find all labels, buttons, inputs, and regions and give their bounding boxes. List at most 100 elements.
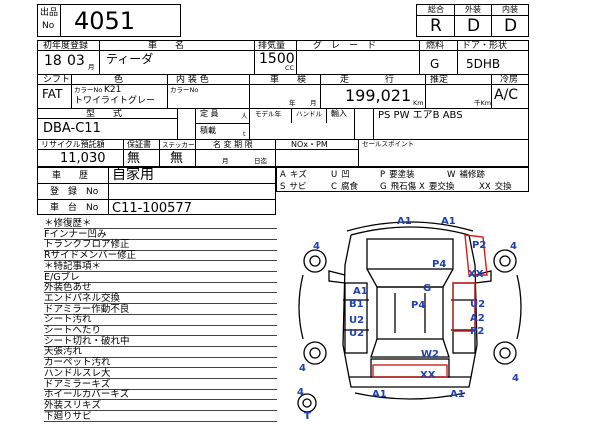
mark-a1-rear-right: A1 xyxy=(450,389,465,400)
note-line: Rサイドメンバー修正 xyxy=(44,250,137,262)
fuel-label: 燃料 xyxy=(426,41,445,51)
capacity-unit: 人 xyxy=(241,112,248,120)
mark-tire-rr: 4 xyxy=(512,373,519,384)
overall-grade-label: 総合 xyxy=(428,5,444,14)
color-no-label: カラーNo xyxy=(74,86,103,94)
note-line: カーペット汚れ xyxy=(44,357,111,369)
history-rule-2 xyxy=(37,199,276,200)
windshield xyxy=(366,268,454,288)
first-reg-year: 18 xyxy=(44,53,62,69)
inspection-year-unit: 年 xyxy=(289,99,296,107)
note-rule xyxy=(44,345,277,347)
legend-meaning: 要交換 xyxy=(428,182,455,192)
displacement-unit: CC xyxy=(285,64,295,72)
mark-tire-spare: 4 xyxy=(297,387,304,398)
rule-r6 xyxy=(37,139,529,140)
inspection-month-unit: 月 xyxy=(310,99,317,107)
capacity-label: 定 員 xyxy=(200,109,219,118)
note-rule xyxy=(44,313,277,315)
load-unit: t xyxy=(243,130,246,138)
estimate-label: 推定 xyxy=(430,75,449,85)
v-r3-7 xyxy=(373,108,374,139)
note-rule xyxy=(44,271,277,272)
note-line: ドアミラー作動不良 xyxy=(44,303,130,315)
note-rule xyxy=(44,238,277,240)
mark-p4-left: P4 xyxy=(432,259,447,270)
legend-meaning: 要塗装 xyxy=(389,170,415,180)
sales-point-label: セールスポイント xyxy=(362,140,414,148)
note-rule xyxy=(44,281,277,283)
car-name-label: 車 名 xyxy=(148,41,185,51)
interior-grade: D xyxy=(504,16,518,36)
legend-meaning: 凹 xyxy=(341,170,350,180)
warranty-label: 保証書 xyxy=(127,140,151,149)
grade-box-divider-2 xyxy=(491,4,492,37)
rule-r7 xyxy=(37,149,358,150)
note-rule xyxy=(44,410,277,412)
name-change-day: 日迄 xyxy=(254,157,267,165)
chassis-no: C11-100577 xyxy=(112,201,192,216)
v-r1-2 xyxy=(254,40,255,74)
legend-code: W xyxy=(447,170,456,180)
fuel: G xyxy=(430,57,440,71)
door-shape-label: ドア・形状 xyxy=(462,41,508,51)
note-line: エンドパネル交換 xyxy=(44,292,121,304)
note-rule xyxy=(44,367,277,369)
name-change-label: 名 変 期 限 xyxy=(213,140,253,149)
front-bumper xyxy=(346,221,474,232)
note-rule xyxy=(44,399,277,401)
legend-meaning: 交換 xyxy=(494,182,512,192)
legend-code: C xyxy=(331,182,337,192)
color-label: 色 xyxy=(114,75,124,85)
rule-r5 xyxy=(37,118,177,119)
lot-box xyxy=(37,4,181,37)
note-rule xyxy=(44,388,277,390)
interior-color-no-label: カラーNo xyxy=(170,86,199,94)
tire-rear-left xyxy=(303,341,327,365)
rule-r5b xyxy=(195,123,249,124)
note-rule xyxy=(44,324,277,326)
mark-a1-front-left: A1 xyxy=(397,216,412,227)
v-r3-6 xyxy=(354,108,355,139)
import-label: 輸入 xyxy=(331,109,347,118)
note-line: シート汚れ xyxy=(44,314,92,326)
name-change-month: 月 xyxy=(222,157,229,165)
grade-box-rule xyxy=(416,15,529,16)
sticker: 無 xyxy=(170,151,184,166)
damage-outline-front-right xyxy=(464,234,488,276)
right-mirror xyxy=(474,270,492,284)
legend-code: X xyxy=(419,182,425,192)
mark-xx-rear: XX xyxy=(420,370,436,381)
inspection-label: 車 検 xyxy=(270,75,307,85)
rear-bumper xyxy=(348,376,472,388)
legend-meaning: 飛石傷 xyxy=(390,182,417,192)
legend-meaning: サビ xyxy=(289,182,307,192)
load-label: 積載 xyxy=(200,126,216,135)
v-r1-5 xyxy=(457,40,458,74)
hood xyxy=(366,238,454,270)
ac-label: 冷房 xyxy=(500,75,519,85)
note-line: Fインナー凹み xyxy=(44,228,107,240)
note-line: ドアミラーキズ xyxy=(44,378,111,390)
v-r4-4 xyxy=(275,139,276,167)
overall-grade: R xyxy=(430,16,442,36)
v-r2-3 xyxy=(249,74,250,108)
v-r1-3 xyxy=(296,40,297,74)
history-label: 車 歴 xyxy=(52,171,89,181)
roof xyxy=(376,286,444,340)
v-r1-4 xyxy=(419,40,420,74)
v-r4-2 xyxy=(159,139,160,167)
note-line: 外装スリキズ xyxy=(44,399,102,411)
v-r3-1 xyxy=(177,108,178,139)
lot-divider xyxy=(60,4,61,37)
legend-code: P xyxy=(380,170,386,180)
note-line: ホイールカバーキズ xyxy=(44,389,130,401)
recycle-fee: 11,030 xyxy=(60,151,106,166)
note-line: トランクフロア修正 xyxy=(44,239,130,251)
v-r3-4 xyxy=(291,108,292,123)
damage-outline-right-door xyxy=(452,282,476,332)
mark-u2-left-b: U2 xyxy=(349,328,365,339)
mark-u2-right: U2 xyxy=(470,299,486,310)
